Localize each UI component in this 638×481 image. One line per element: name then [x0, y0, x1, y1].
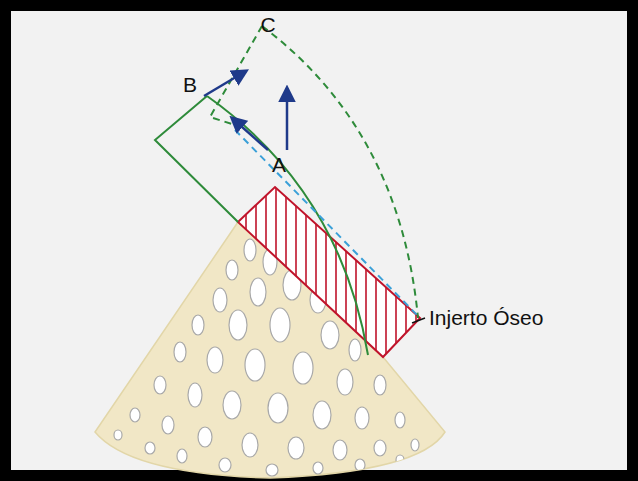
point-label: B	[183, 73, 197, 96]
background	[11, 11, 627, 470]
bone-graft	[238, 150, 420, 380]
part-label: Injerto Óseo	[429, 306, 543, 329]
bone	[95, 222, 445, 478]
point-label: A	[272, 153, 286, 176]
movement-arrows	[204, 71, 287, 150]
leader-line	[412, 318, 425, 323]
point-label: C	[260, 13, 275, 36]
implant-outline	[155, 26, 420, 355]
